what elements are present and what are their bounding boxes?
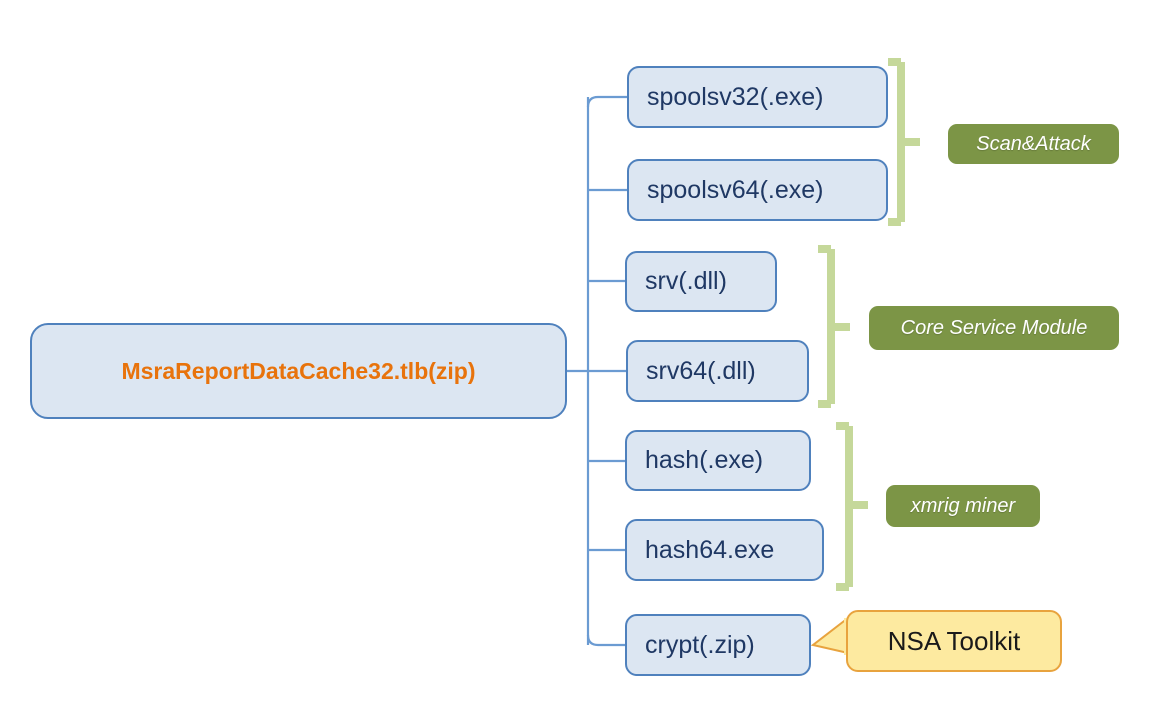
edge-to-spoolsv32 <box>586 95 627 108</box>
node-srv64-dll-label: srv64(.dll) <box>646 356 756 385</box>
callout-nsa-toolkit[interactable]: NSA Toolkit <box>846 610 1062 672</box>
group-label-scan-attack[interactable]: Scan&Attack <box>948 124 1119 164</box>
node-spoolsv32[interactable]: spoolsv32(.exe) <box>627 66 888 128</box>
root-node[interactable]: MsraReportDataCache32.tlb(zip) <box>30 323 567 419</box>
group-label-xmrig-miner-text: xmrig miner <box>910 494 1016 517</box>
node-hash-exe-label: hash(.exe) <box>645 446 764 474</box>
callout-nsa-toolkit-label: NSA Toolkit <box>887 625 1021 656</box>
node-spoolsv32-label: spoolsv32(.exe) <box>647 82 824 111</box>
node-spoolsv64-label: spoolsv64(.exe) <box>647 175 824 204</box>
node-hash64-exe[interactable]: hash64.exe <box>625 519 824 581</box>
group-label-core-service-module-text: Core Service Module <box>900 316 1088 339</box>
group-label-xmrig-miner[interactable]: xmrig miner <box>886 485 1040 527</box>
callout-tail <box>810 615 849 655</box>
node-crypt-zip[interactable]: crypt(.zip) <box>625 614 811 676</box>
node-crypt-zip-label: crypt(.zip) <box>645 630 755 659</box>
root-node-label: MsraReportDataCache32.tlb(zip) <box>121 357 476 384</box>
edge-to-crypt <box>586 634 625 647</box>
node-srv-dll-label: srv(.dll) <box>645 267 727 295</box>
node-spoolsv64[interactable]: spoolsv64(.exe) <box>627 159 888 221</box>
node-hash64-exe-label: hash64.exe <box>645 535 775 564</box>
node-srv64-dll[interactable]: srv64(.dll) <box>626 340 809 402</box>
node-hash-exe[interactable]: hash(.exe) <box>625 430 811 491</box>
node-srv-dll[interactable]: srv(.dll) <box>625 251 777 312</box>
group-label-scan-attack-text: Scan&Attack <box>976 132 1091 155</box>
group-label-core-service-module[interactable]: Core Service Module <box>869 306 1119 350</box>
